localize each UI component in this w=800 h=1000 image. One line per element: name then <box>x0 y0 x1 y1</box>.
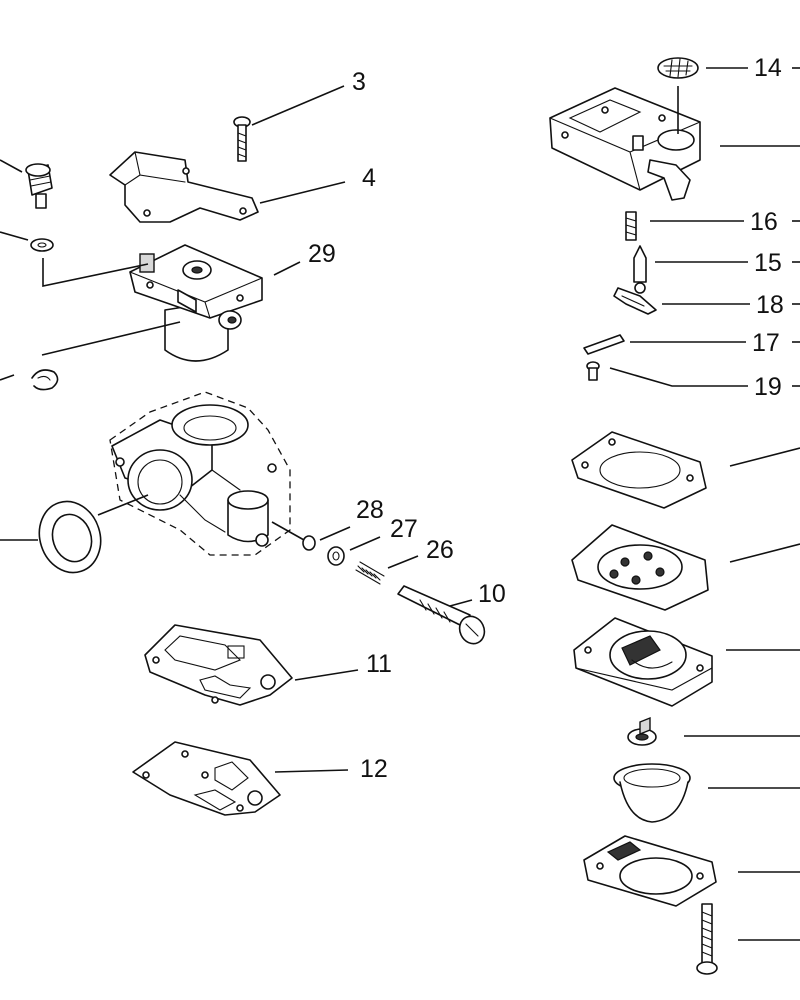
callout-10: 10 <box>478 580 506 608</box>
callout-14: 14 <box>754 54 782 82</box>
lever-part-18 <box>613 287 657 315</box>
gasket-part-11 <box>144 624 293 706</box>
callout-16: 16 <box>750 208 778 236</box>
callout-28: 28 <box>356 496 384 524</box>
callout-18: 18 <box>756 291 784 319</box>
spring-part-26 <box>355 561 385 585</box>
needle-part-15 <box>633 245 647 294</box>
callout-11: 11 <box>366 650 392 678</box>
adjust-screw-part-10 <box>397 585 486 645</box>
primer-bulb-part <box>613 763 691 823</box>
check-valve-part <box>627 716 657 746</box>
filter-screen-part-14 <box>657 57 699 79</box>
adjust-knob-part <box>25 163 53 209</box>
screw-part-3 <box>233 116 251 162</box>
spring-part-16 <box>625 211 637 241</box>
washer-part-27 <box>327 546 345 566</box>
washer-part <box>30 238 54 252</box>
seal-part <box>38 500 102 574</box>
callout-4: 4 <box>362 164 376 192</box>
diaphragm-part-right <box>571 524 709 611</box>
bracket-part-4 <box>109 151 259 223</box>
callout-29: 29 <box>308 240 336 268</box>
callout-26: 26 <box>426 536 454 564</box>
pump-body-part <box>573 617 713 707</box>
throttle-assembly-part-29 <box>129 244 263 362</box>
bulb-retainer-part <box>583 835 717 907</box>
diaphragm-part-12 <box>132 741 281 816</box>
callout-15: 15 <box>754 249 782 277</box>
callout-17: 17 <box>752 329 780 357</box>
carburetor-body-part <box>109 391 291 556</box>
pump-cover-part <box>549 87 701 201</box>
gasket-part-right-1 <box>571 431 707 509</box>
callout-19: 19 <box>754 373 782 401</box>
callout-3: 3 <box>352 68 366 96</box>
callout-12: 12 <box>360 755 388 783</box>
e-clip-part <box>31 369 59 391</box>
pin-part-17 <box>583 334 625 355</box>
long-screw-part <box>696 903 718 975</box>
o-ring-part-28 <box>302 535 316 551</box>
leader-lines <box>0 67 800 941</box>
callout-27: 27 <box>390 515 418 543</box>
screw-part-19 <box>586 361 600 381</box>
